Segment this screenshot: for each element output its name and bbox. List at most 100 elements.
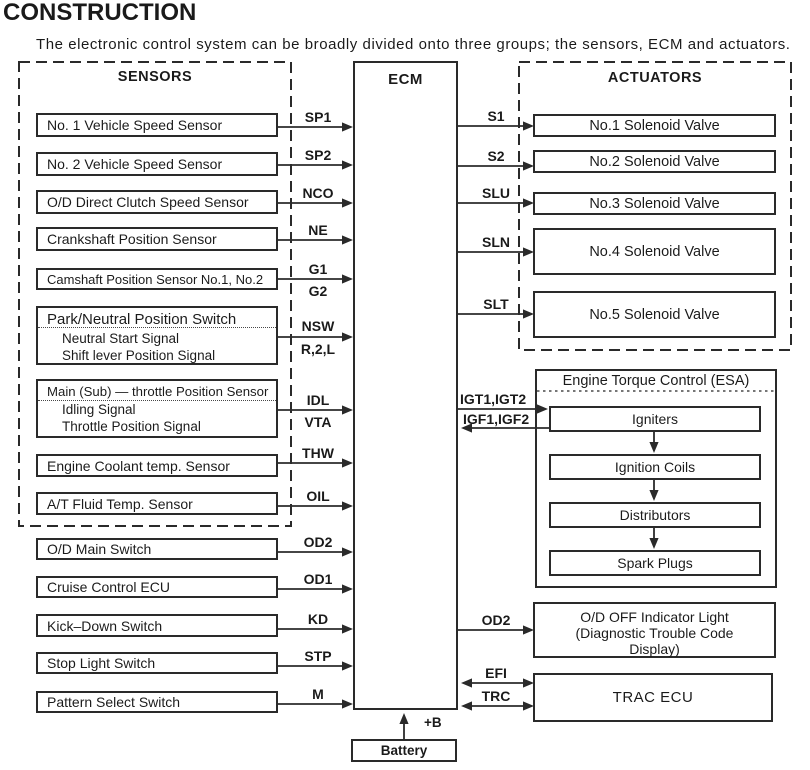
esa-chain-box: Distributors — [549, 502, 761, 528]
signal-label-thw: THW — [302, 445, 334, 461]
sensor-box-sublabel: Idling Signal — [62, 401, 136, 417]
connector-igt-arrowhead — [537, 404, 548, 414]
sensor-box-label: A/T Fluid Temp. Sensor — [47, 495, 193, 512]
signal-label-vta: VTA — [304, 414, 332, 430]
signal-label-igt: IGT1,IGT2 — [460, 391, 527, 407]
sensor-box-label: Park/Neutral Position Switch — [47, 311, 237, 328]
signal-label-nco: NCO — [302, 185, 334, 201]
switch-box: Cruise Control ECU — [36, 576, 278, 598]
battery-box: Battery — [351, 739, 457, 762]
connector-s2-arrowhead — [523, 161, 534, 171]
esa-chain-arrow-1-arrowhead — [649, 442, 659, 453]
signal-label-idl: IDL — [306, 392, 330, 408]
trac-ecu-box: TRAC ECU — [533, 673, 773, 722]
od-off-indicator-box: O/D OFF Indicator Light(Diagnostic Troub… — [533, 602, 776, 658]
connector-oil-arrowhead — [342, 501, 353, 511]
switch-box-label: O/D Main Switch — [47, 541, 152, 557]
sensor-box: No. 2 Vehicle Speed Sensor — [36, 152, 278, 176]
sensor-box-label: Main (Sub) — throttle Position Sensor — [47, 384, 269, 399]
signal-label-oil: OIL — [306, 488, 330, 504]
sensor-box-divider — [38, 400, 276, 401]
connector-od2-indicator-arrowhead — [523, 625, 534, 635]
connector-od1-arrowhead — [342, 584, 353, 594]
intro-text: The electronic control system can be bro… — [36, 36, 791, 53]
actuator-box-label: No.3 Solenoid Valve — [589, 195, 720, 212]
connector-idl-vta-arrowhead — [342, 405, 353, 415]
sensor-box-label: Crankshaft Position Sensor — [47, 231, 217, 247]
connector-ne-arrowhead — [342, 235, 353, 245]
esa-chain-box-label: Distributors — [619, 507, 691, 523]
connector-sp1-arrowhead — [342, 122, 353, 132]
esa-chain-box-label: Igniters — [632, 411, 678, 427]
connector-trc-arrowhead-left — [461, 701, 472, 711]
sensor-box-label: Engine Coolant temp. Sensor — [47, 457, 230, 474]
signal-label-slt: SLT — [483, 296, 509, 312]
sensor-box-label: O/D Direct Clutch Speed Sensor — [47, 194, 249, 210]
connector-m-arrowhead — [342, 699, 353, 709]
switch-box-label: Cruise Control ECU — [47, 579, 170, 595]
switch-box-label: Stop Light Switch — [47, 655, 156, 671]
connector-nco-arrowhead — [342, 198, 353, 208]
esa-chain-box: Igniters — [549, 406, 761, 432]
sensor-box: A/T Fluid Temp. Sensor — [36, 492, 278, 515]
switch-box-label: Pattern Select Switch — [47, 694, 181, 710]
sensor-box: Crankshaft Position Sensor — [36, 227, 278, 251]
signal-label-s2: S2 — [487, 148, 505, 164]
switch-box: Kick–Down Switch — [36, 614, 278, 637]
signal-label-igf: IGF1,IGF2 — [463, 411, 530, 427]
sensor-box-divider — [38, 327, 276, 328]
signal-label-od1: OD1 — [303, 571, 333, 587]
signal-label-sp1: SP1 — [304, 109, 332, 125]
signal-label-sp2: SP2 — [304, 147, 332, 163]
actuator-box-label: No.4 Solenoid Valve — [589, 243, 720, 260]
signal-label-od2: OD2 — [303, 534, 333, 550]
signal-label-kd: KD — [307, 611, 329, 627]
od-off-indicator-line1: O/D OFF Indicator Light — [580, 609, 729, 625]
signal-label-r2l: R,2,L — [300, 341, 336, 357]
actuator-box: No.5 Solenoid Valve — [533, 291, 776, 338]
connector-efi-arrowhead-left — [461, 678, 472, 688]
sensor-box-label: No. 1 Vehicle Speed Sensor — [47, 117, 223, 133]
connector-slu-arrowhead — [523, 198, 534, 208]
trac-ecu-label: TRAC ECU — [612, 689, 694, 706]
connector-od2-arrowhead — [342, 547, 353, 557]
connector-trc-arrowhead-right — [523, 701, 534, 711]
sensor-box-label: No. 2 Vehicle Speed Sensor — [47, 156, 223, 172]
signal-label-ne: NE — [308, 222, 328, 238]
esa-chain-arrow-2-arrowhead — [649, 490, 659, 501]
connector-efi-arrowhead-right — [523, 678, 534, 688]
signal-label-trc: TRC — [481, 688, 511, 704]
sensor-box: Engine Coolant temp. Sensor — [36, 454, 278, 477]
connector-kd-arrowhead — [342, 624, 353, 634]
esa-group-box — [535, 369, 777, 588]
connector-g1-g2-arrowhead — [342, 274, 353, 284]
ecm-box: ECM — [353, 61, 458, 710]
esa-chain-box: Ignition Coils — [549, 454, 761, 480]
signal-label-od2-indicator: OD2 — [481, 612, 511, 628]
od-off-indicator-line3: Display) — [629, 641, 680, 657]
esa-chain-box-label: Spark Plugs — [617, 555, 693, 571]
connector-nsw-arrowhead — [342, 332, 353, 342]
page-title: CONSTRUCTION — [3, 0, 197, 26]
connector-s1-arrowhead — [523, 121, 534, 131]
switch-box-label: Kick–Down Switch — [47, 617, 163, 634]
sensors-group-label: SENSORS — [117, 69, 193, 85]
signal-label-g2: G2 — [308, 283, 328, 299]
esa-group-title: Engine Torque Control (ESA) — [562, 373, 750, 389]
connector-battery-arrowhead — [399, 713, 409, 724]
switch-box: Pattern Select Switch — [36, 691, 278, 713]
sensor-box-sublabel: Neutral Start Signal — [62, 330, 180, 346]
actuator-box: No.2 Solenoid Valve — [533, 150, 776, 173]
signal-label-s1: S1 — [487, 108, 505, 124]
sensor-box-sublabel: Shift lever Position Signal — [62, 348, 216, 363]
actuator-box-label: No.5 Solenoid Valve — [589, 306, 720, 323]
connector-stp-arrowhead — [342, 661, 353, 671]
actuator-box-label: No.1 Solenoid Valve — [589, 117, 720, 134]
connector-sp2-arrowhead — [342, 160, 353, 170]
esa-chain-box-label: Ignition Coils — [614, 459, 696, 475]
signal-label-slu: SLU — [482, 185, 510, 201]
